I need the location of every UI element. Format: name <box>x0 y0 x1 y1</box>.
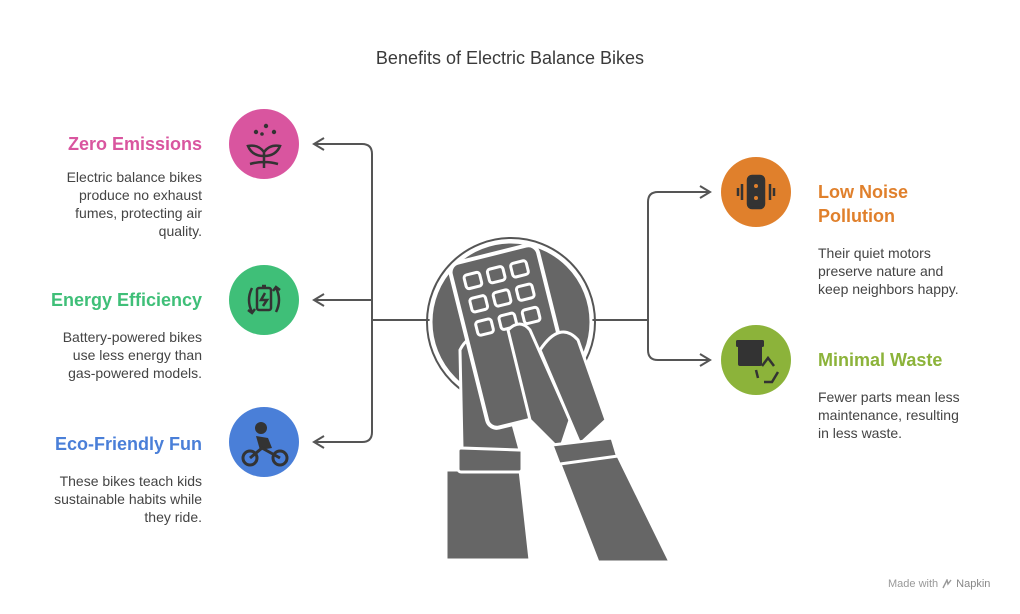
heading-energy-efficiency: Energy Efficiency <box>50 290 202 310</box>
heading-minimal-waste: Minimal Waste <box>818 350 943 370</box>
low-noise-badge <box>721 157 791 227</box>
connector-lines <box>312 137 712 449</box>
napkin-logo-icon <box>942 579 952 589</box>
energy-efficiency-badge <box>229 265 299 335</box>
minimal-waste-badge <box>721 325 791 395</box>
desc-low-noise-pollution: Their quiet motors preserve nature and k… <box>818 245 959 297</box>
heading-zero-emissions: Zero Emissions <box>67 134 202 154</box>
box-recycle-icon <box>736 340 780 384</box>
napkin-brand-label: Napkin <box>956 578 991 590</box>
page-title: Benefits of Electric Balance Bikes <box>375 48 645 68</box>
desc-minimal-waste: Fewer parts mean less maintenance, resul… <box>818 389 960 441</box>
desc-zero-emissions: Electric balance bikes produce no exhaus… <box>66 169 202 239</box>
sprout-icon <box>246 144 282 168</box>
zero-emissions-badge <box>229 109 299 179</box>
desc-energy-efficiency: Battery-powered bikes use less energy th… <box>62 329 202 381</box>
battery-cycle-icon <box>247 284 281 315</box>
desc-eco-friendly-fun: These bikes teach kids sustainable habit… <box>54 473 202 525</box>
heading-eco-friendly-fun: Eco-Friendly Fun <box>54 434 202 454</box>
motorbike-rider-icon <box>241 422 289 467</box>
eco-friendly-fun-badge <box>229 407 299 477</box>
hands-calculator-illustration <box>426 237 673 564</box>
made-with-label: Made with <box>888 578 939 590</box>
made-with-napkin-credit[interactable]: Made with Napkin <box>888 578 990 590</box>
heading-low-noise-pollution: Low Noise Pollution <box>818 182 909 226</box>
vibrating-phone-icon <box>736 174 776 210</box>
